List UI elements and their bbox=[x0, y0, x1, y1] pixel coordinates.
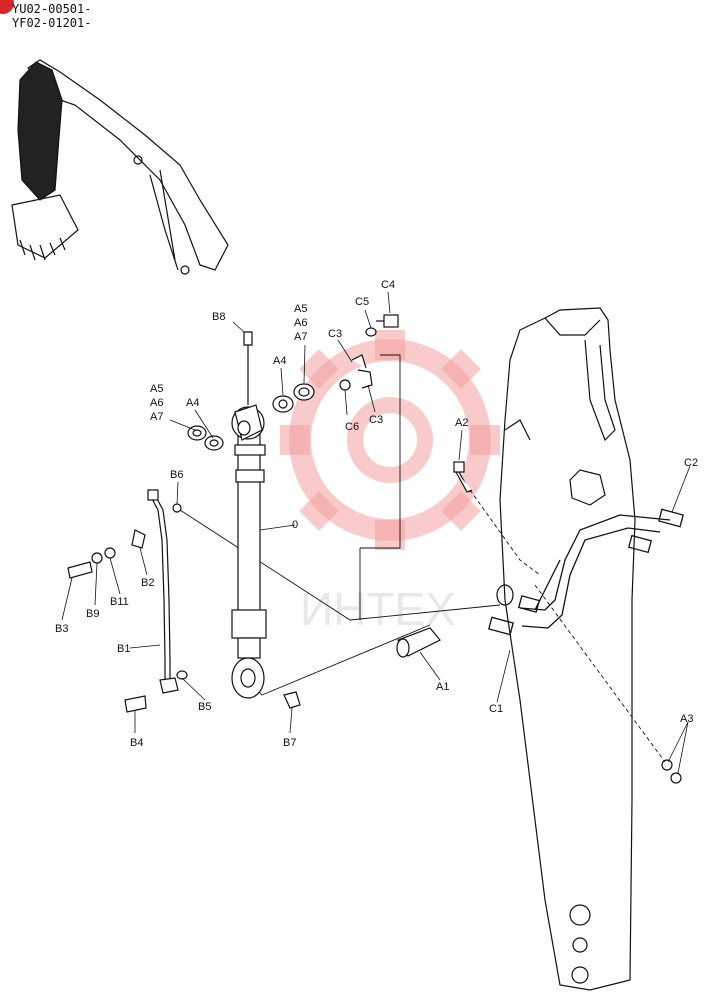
callout-c3-bottom: C3 bbox=[369, 414, 383, 426]
callout-a7-left: A7 bbox=[150, 411, 163, 423]
callout-a1: A1 bbox=[436, 681, 449, 693]
pin-a1 bbox=[396, 627, 441, 658]
watermark-gear-teeth bbox=[280, 330, 500, 550]
callout-part-0: 0 bbox=[292, 519, 298, 531]
callout-a5-top: A5 bbox=[294, 303, 307, 315]
callout-b9: B9 bbox=[86, 608, 99, 620]
callout-c6: C6 bbox=[345, 421, 359, 433]
callout-c1: C1 bbox=[489, 703, 503, 715]
callout-b8: B8 bbox=[212, 311, 225, 323]
washers bbox=[187, 314, 399, 451]
callout-a2: A2 bbox=[455, 417, 468, 429]
bolt-a2 bbox=[453, 461, 473, 493]
serial-range-1: YU02-00501- bbox=[12, 2, 92, 16]
callout-c3-top: C3 bbox=[328, 328, 342, 340]
callout-b11: B11 bbox=[110, 596, 129, 608]
callout-a6-left: A6 bbox=[150, 397, 163, 409]
callout-b4: B4 bbox=[130, 737, 143, 749]
cylinder-0 bbox=[231, 404, 267, 699]
nuts-a3 bbox=[661, 759, 682, 784]
callout-b7: B7 bbox=[283, 737, 296, 749]
watermark-text: ИНТЕХ bbox=[300, 583, 456, 635]
arm-assembly bbox=[496, 307, 636, 991]
excavator-thumbnail bbox=[11, 59, 229, 275]
grease-line bbox=[67, 489, 301, 713]
callout-b1: B1 bbox=[117, 643, 130, 655]
callout-c5: C5 bbox=[355, 296, 369, 308]
callout-a3: A3 bbox=[680, 713, 693, 725]
callout-b2: B2 bbox=[141, 577, 154, 589]
red-badge-icon bbox=[0, 0, 14, 14]
serial-range-2: YF02-01201- bbox=[12, 16, 92, 30]
callout-b6: B6 bbox=[170, 469, 183, 481]
callout-b3: B3 bbox=[55, 623, 68, 635]
hoses bbox=[488, 508, 684, 636]
callout-b5: B5 bbox=[198, 701, 211, 713]
callout-c4: C4 bbox=[381, 279, 395, 291]
callout-a4-top: A4 bbox=[273, 355, 286, 367]
callout-a5-left: A5 bbox=[150, 383, 163, 395]
callout-leaders bbox=[61, 291, 691, 774]
callout-a4-left: A4 bbox=[186, 397, 199, 409]
callout-a7-top: A7 bbox=[294, 331, 307, 343]
callout-c2: C2 bbox=[684, 457, 698, 469]
callout-a6-top: A6 bbox=[294, 317, 307, 329]
